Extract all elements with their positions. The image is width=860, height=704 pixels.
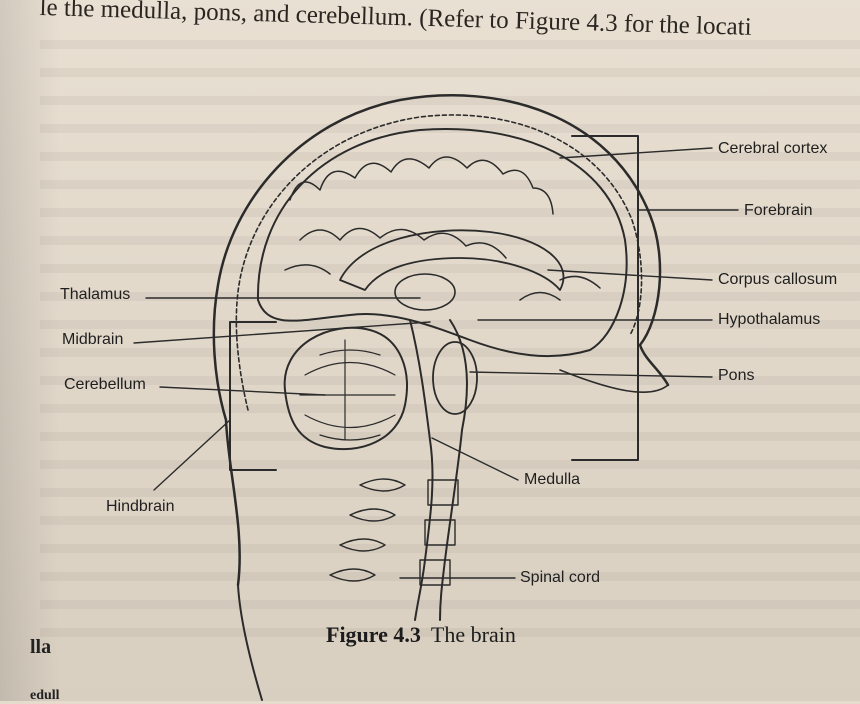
label-forebrain: Forebrain: [744, 202, 813, 219]
head-outline: [212, 94, 670, 587]
label-spinal-cord: Spinal cord: [520, 569, 601, 586]
gyri-folds: [284, 156, 601, 301]
label-hindbrain: Hindbrain: [106, 498, 175, 515]
label-hypothalamus: Hypothalamus: [718, 311, 821, 328]
side-fragment-1: lla: [30, 636, 52, 658]
corpus-callosum: [339, 229, 565, 291]
pons-shape: [432, 341, 478, 415]
label-thalamus: Thalamus: [60, 286, 131, 303]
figure-title: The brain: [430, 622, 516, 647]
leader-lines: [133, 147, 739, 579]
label-cerebellum: Cerebellum: [64, 376, 146, 393]
label-corpus-callosum: Corpus callosum: [718, 271, 838, 288]
thalamus-shape: [394, 273, 456, 311]
neck-outline: [237, 584, 263, 701]
vertebrae: [329, 478, 459, 586]
cerebellum-arbor: [299, 339, 396, 441]
label-midbrain: Midbrain: [62, 331, 124, 348]
line-hindbrain: [153, 419, 231, 491]
skull-inner: [235, 114, 643, 411]
line-cerebellum: [159, 386, 326, 396]
cerebellum-shape: [283, 326, 408, 451]
line-cerebral-cortex: [559, 147, 713, 159]
line-midbrain: [133, 321, 431, 344]
side-fragment-2: edull: [30, 688, 60, 703]
forebrain-bracket: [571, 135, 639, 461]
figure-number: Figure 4.3: [326, 622, 421, 647]
label-cerebral-cortex: Cerebral cortex: [718, 140, 828, 157]
label-pons: Pons: [718, 367, 755, 384]
hindbrain-bracket: [229, 321, 277, 471]
cerebrum-outline: [256, 128, 628, 358]
brainstem: [409, 319, 468, 621]
figure-caption: Figure 4.3 The brain: [326, 622, 516, 648]
throat-outline: [559, 369, 669, 393]
line-medulla: [431, 437, 519, 481]
line-corpus-callosum: [547, 269, 713, 281]
line-pons: [469, 371, 713, 378]
label-medulla: Medulla: [524, 471, 581, 488]
